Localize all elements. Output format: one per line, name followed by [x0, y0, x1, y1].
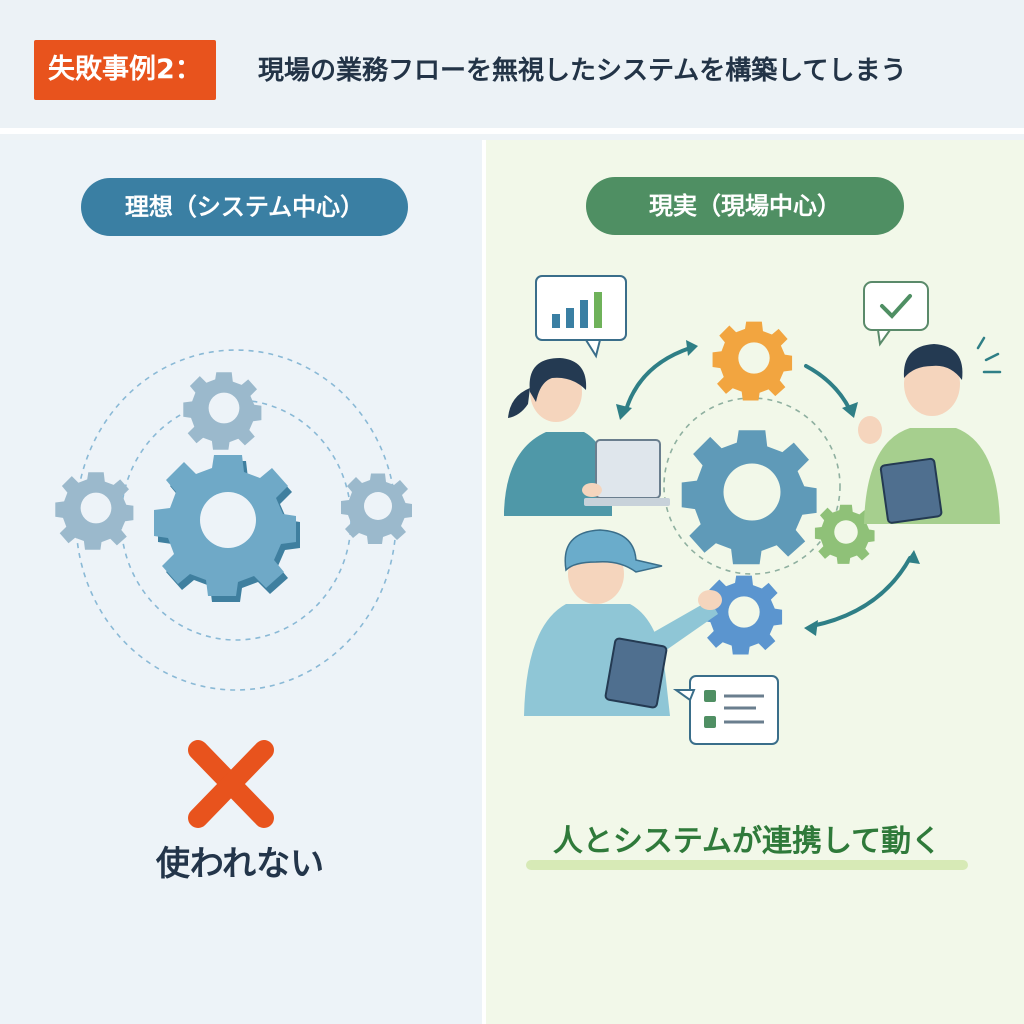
gear-icon [712, 321, 793, 401]
success-verdict-text: 人とシステムが連携して動く [552, 824, 942, 859]
x-mark-icon [188, 740, 274, 828]
page-title: 現場の業務フローを無視したシステムを構築してしまう [258, 56, 907, 86]
header-bar: 失敗事例2： 現場の業務フローを無視したシステムを構築してしまう [0, 0, 1024, 134]
reality-label: 現実（現場中心） [586, 177, 904, 235]
reality-illustration [504, 275, 1002, 745]
success-verdict: 人とシステムが連携して動く [522, 816, 972, 872]
gear-icon [154, 455, 300, 602]
cycle-arrows [624, 346, 912, 628]
failure-verdict: 使われない [155, 844, 325, 884]
woman-at-laptop [504, 358, 670, 516]
ideal-gears [55, 349, 412, 691]
gear-icon [55, 472, 134, 550]
gear-icon [341, 473, 412, 544]
gear-icon [814, 504, 875, 564]
case-badge: 失敗事例2： [34, 40, 216, 100]
checklist-icon [672, 675, 779, 745]
gear-icon [702, 575, 783, 655]
ideal-label: 理想（システム中心） [81, 178, 408, 236]
chart-icon [535, 275, 627, 359]
check-bubble-icon [863, 281, 929, 347]
panel-divider [482, 140, 486, 1024]
gear-icon [681, 430, 817, 565]
man-with-tablet [858, 336, 1002, 524]
worker-with-clipboard [524, 529, 722, 716]
gear-icon [183, 372, 262, 450]
highlight-underline [526, 860, 968, 870]
